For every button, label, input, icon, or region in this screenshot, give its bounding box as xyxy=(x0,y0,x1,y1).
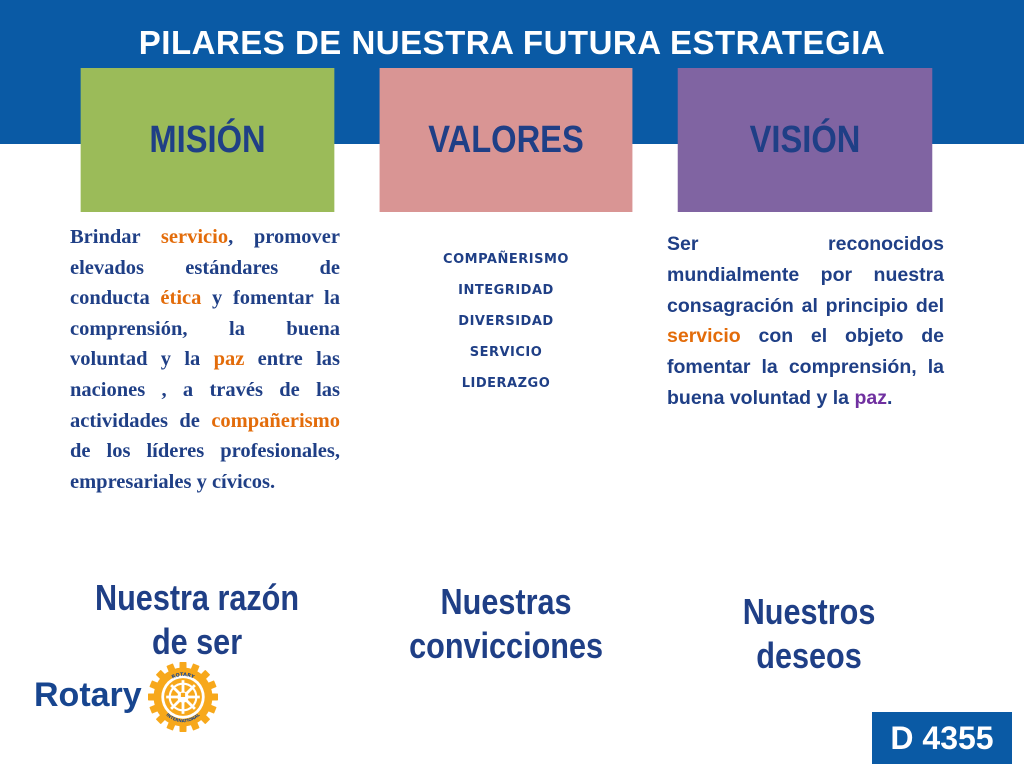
vision-caption-line1: Nuestros xyxy=(743,591,876,632)
mision-header: MISIÓN xyxy=(80,68,335,212)
mision-highlight-paz: paz xyxy=(213,348,245,371)
district-badge: D 4355 xyxy=(872,712,1012,764)
rotary-logo: Rotary xyxy=(34,662,224,734)
vision-text-part: . xyxy=(886,386,893,409)
slide-title: PILARES DE NUESTRA FUTURA ESTRATEGIA xyxy=(138,24,886,61)
valor-item: INTEGRIDAD xyxy=(458,283,554,298)
vision-highlight-servicio: servicio xyxy=(667,325,741,348)
valores-heading: VALORES xyxy=(428,118,584,161)
valores-caption-line1: Nuestras xyxy=(440,581,572,622)
rotary-wheel-icon: ROTARY INTERNATIONAL xyxy=(148,662,218,732)
mision-text-part: Brindar xyxy=(70,226,161,248)
mision-highlight-companerismo: compañerismo xyxy=(211,409,340,432)
vision-text-part: con el objeto de fomentar la comprensión… xyxy=(667,325,944,409)
mision-statement: Brindar servicio, promover elevados está… xyxy=(70,222,340,497)
mision-text-part: entre las naciones , a través de las act… xyxy=(70,348,341,432)
mision-highlight-servicio: servicio xyxy=(160,226,229,248)
mision-text-part: , promover elevados estándares de conduc… xyxy=(70,226,341,310)
vision-caption-line2: deseos xyxy=(756,635,863,676)
valor-item: SERVICIO xyxy=(469,345,543,360)
valores-header: VALORES xyxy=(379,68,633,212)
rotary-wordmark: Rotary xyxy=(34,676,142,714)
valor-item: LIDERAZGO xyxy=(461,376,551,391)
wheel-top-text: ROTARY xyxy=(171,672,196,681)
vision-header: VISIÓN xyxy=(677,68,933,212)
vision-statement: Ser reconocidos mundialmente por nuestra… xyxy=(667,229,944,414)
valores-caption-line2: convicciones xyxy=(409,625,603,666)
mision-highlight-etica: ética xyxy=(160,287,202,310)
mision-text-part: y fomentar la comprensión, la buena volu… xyxy=(70,287,340,371)
vision-highlight-paz: paz xyxy=(854,386,887,409)
mision-caption-line1: Nuestra razón xyxy=(95,577,300,618)
valor-item: COMPAÑERISMO xyxy=(443,252,569,267)
vision-text-part: Ser reconocidos mundialmente por nuestra… xyxy=(667,233,944,317)
mision-heading: MISIÓN xyxy=(149,118,266,161)
mision-text-part: de los líderes profesionales, empresaria… xyxy=(70,440,340,493)
valores-list: COMPAÑERISMO INTEGRIDAD DIVERSIDAD SERVI… xyxy=(359,250,653,405)
vision-heading: VISIÓN xyxy=(749,118,861,161)
valor-item: DIVERSIDAD xyxy=(458,314,554,329)
mision-caption-line2: de ser xyxy=(152,621,243,662)
